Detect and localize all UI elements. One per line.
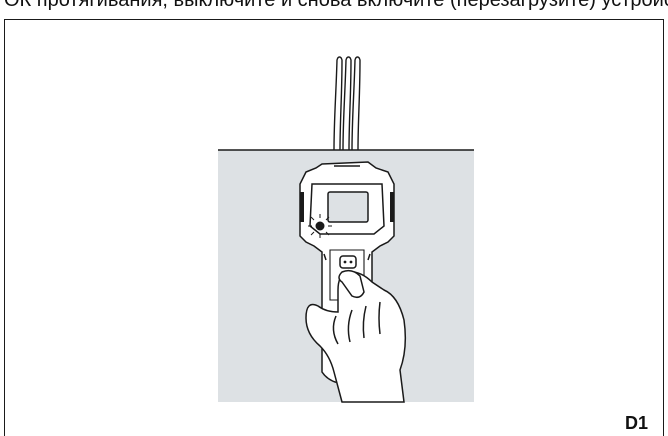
finger-crease-4 <box>378 301 381 335</box>
button-dot-right <box>349 260 353 264</box>
finger-crease-3 <box>362 305 367 339</box>
figure-frame <box>4 19 664 436</box>
figure-label: D1 <box>625 413 649 433</box>
mode-button <box>339 255 357 269</box>
marking-notch-left <box>323 253 327 261</box>
device-display-screen <box>327 191 369 223</box>
finger-crease-1 <box>332 315 339 345</box>
device-side-grip-right <box>390 192 394 222</box>
finger-crease-2 <box>347 309 353 343</box>
hidden-wires <box>333 56 361 151</box>
button-dot-left <box>343 260 347 264</box>
thumb <box>338 269 365 299</box>
marking-notch-right <box>367 253 371 261</box>
indicator-burst <box>308 214 332 238</box>
device-side-grip-left <box>300 192 304 222</box>
cropped-header-text: ОК протягивания, выключите и снова включ… <box>4 0 668 11</box>
hand <box>305 269 407 403</box>
